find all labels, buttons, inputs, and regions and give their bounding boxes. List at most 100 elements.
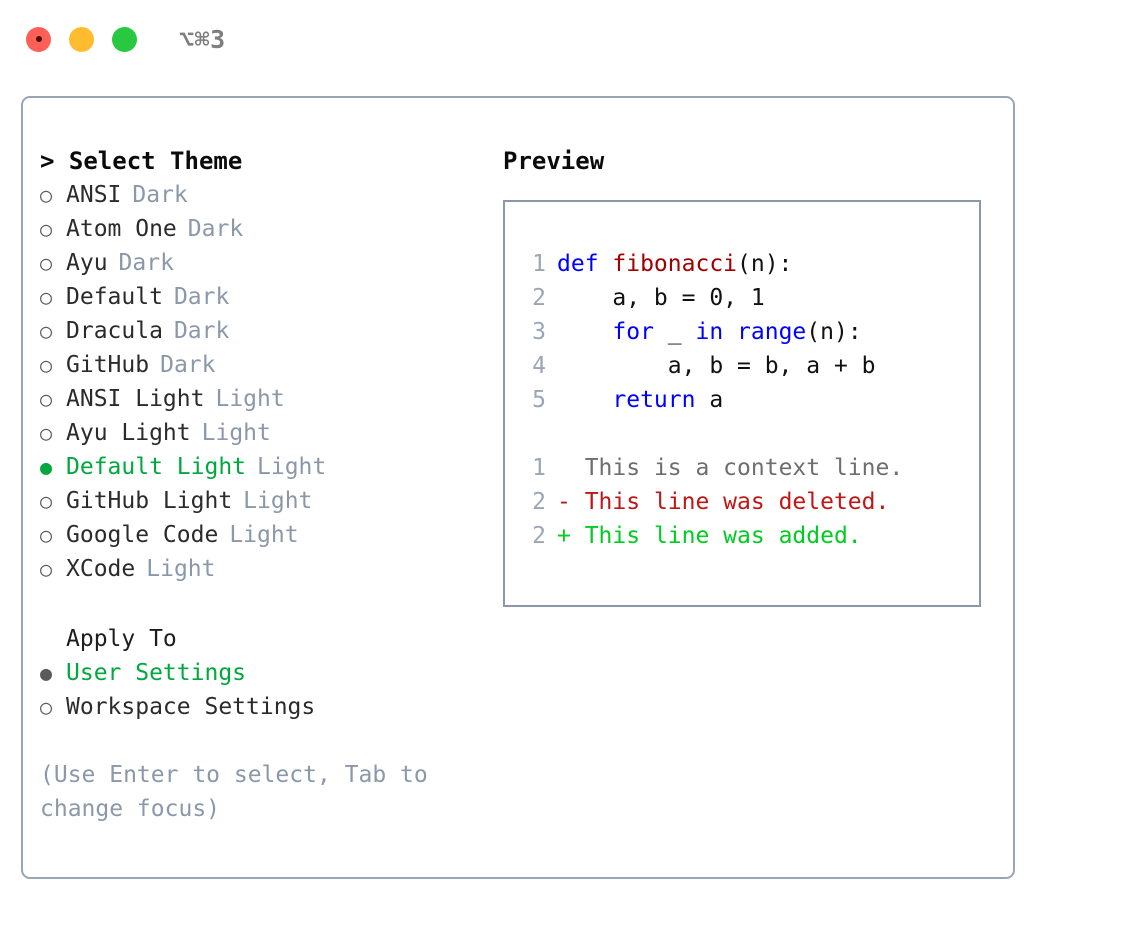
radio-unselected-icon: ○ [40,217,53,241]
theme-variant-tag: Light [229,522,299,548]
theme-variant-tag: Dark [173,284,230,310]
theme-item[interactable]: ○ Ayu Dark [40,246,473,280]
theme-name-label: GitHub [66,352,150,378]
theme-variant-tag: Light [201,420,271,446]
theme-variant-tag: Dark [118,250,174,276]
radio-unselected-icon: ○ [40,251,53,275]
code-line: 4 a, b = b, a + b [525,349,979,383]
line-number: 1 [532,455,546,481]
line-number: 2 [532,523,546,549]
apply-to-item[interactable]: ○ Workspace Settings [40,690,473,724]
diff-line-text: This line was deleted. [584,489,890,515]
radio-unselected-icon: ○ [40,353,53,377]
theme-item[interactable]: ○ Ayu Light Light [40,416,473,450]
minimize-window-button[interactable] [69,26,94,52]
code-token: a [709,387,724,413]
theme-name-label: Ayu [66,250,108,276]
close-window-button[interactable] [26,26,51,52]
theme-name-label: Default Light [66,454,247,480]
diff-line-text: This line was added. [584,523,862,549]
keyboard-hint-text: (Use Enter to select, Tab to change focu… [40,762,428,822]
code-line: 3 for _ in range(n): [525,315,979,349]
line-number: 2 [532,489,546,515]
line-number: 4 [532,353,546,379]
code-line-text: def fibonacci(n): [557,247,792,281]
diff-line: 2 + This line was added. [525,519,979,553]
theme-variant-tag: Light [243,488,313,514]
theme-variant-tag: Dark [187,216,244,242]
apply-to-item[interactable]: ●User Settings [40,656,473,690]
theme-name-label: Atom One [66,216,177,242]
select-theme-heading: > Select Theme [40,147,243,175]
radio-unselected-icon: ○ [40,523,53,547]
theme-name-label: GitHub Light [66,488,233,514]
line-number: 3 [532,319,546,345]
code-token [557,319,612,345]
radio-unselected-icon: ○ [40,319,53,343]
diff-sample: 1 This is a context line. 2- This line wa… [525,451,979,553]
preview-heading: Preview [503,147,605,175]
code-line: 5 return a [525,383,979,417]
code-token: return [612,387,710,413]
theme-variant-tag: Light [215,386,285,412]
traffic-lights [26,26,137,52]
theme-name-label: Google Code [66,522,219,548]
theme-name-label: ANSI [66,182,122,208]
code-token: in [695,319,738,345]
theme-name-label: ANSI Light [66,386,205,412]
code-spacer [525,417,979,451]
line-number: 2 [532,285,546,311]
radio-unselected-icon: ○ [40,557,53,581]
radio-selected-icon: ● [40,661,53,685]
theme-name-label: Ayu Light [66,420,191,446]
code-token: (n): [806,319,862,345]
code-line-text: return a [557,383,723,417]
code-line-text: a, b = 0, 1 [557,281,764,315]
radio-unselected-icon: ○ [40,183,53,207]
code-line-text: a, b = b, a + b [557,349,876,383]
theme-item[interactable]: ○ GitHub Dark [40,348,473,382]
diff-line: 1 This is a context line. [525,451,979,485]
line-number: 5 [532,387,546,413]
radio-unselected-icon: ○ [40,421,53,445]
code-token: a, b = b, a + b [557,353,876,379]
theme-variant-tag: Dark [132,182,188,208]
theme-item[interactable]: ○ ANSI Dark [40,178,473,212]
code-token: def [557,251,613,277]
code-line: 2 a, b = 0, 1 [525,281,979,315]
diff-marker: - [557,489,585,515]
code-token: (n): [737,251,793,277]
code-token: fibonacci [612,251,738,277]
diff-marker: + [557,523,585,549]
theme-name-label: XCode [66,556,136,582]
theme-name-label: Dracula [66,318,163,344]
apply-to-label: Workspace Settings [66,694,316,720]
zoom-window-button[interactable] [112,26,137,52]
radio-unselected-icon: ○ [40,695,53,719]
code-token: for [612,319,654,345]
theme-item[interactable]: ○ Atom One Dark [40,212,473,246]
theme-variant-tag: Dark [160,352,216,378]
apply-to-list[interactable]: ●User Settings ○ Workspace Settings [40,656,473,724]
window-titlebar: ⌥⌘3 [0,0,1140,78]
theme-name-label: Default [66,284,163,310]
theme-item[interactable]: ○ Google Code Light [40,518,473,552]
code-token [557,387,612,413]
apply-to-group: Apply To ●User Settings○Workspace Settin… [40,622,473,724]
keyboard-shortcut-label: ⌥⌘3 [179,24,226,54]
code-line-text: for _ in range(n): [557,315,862,349]
